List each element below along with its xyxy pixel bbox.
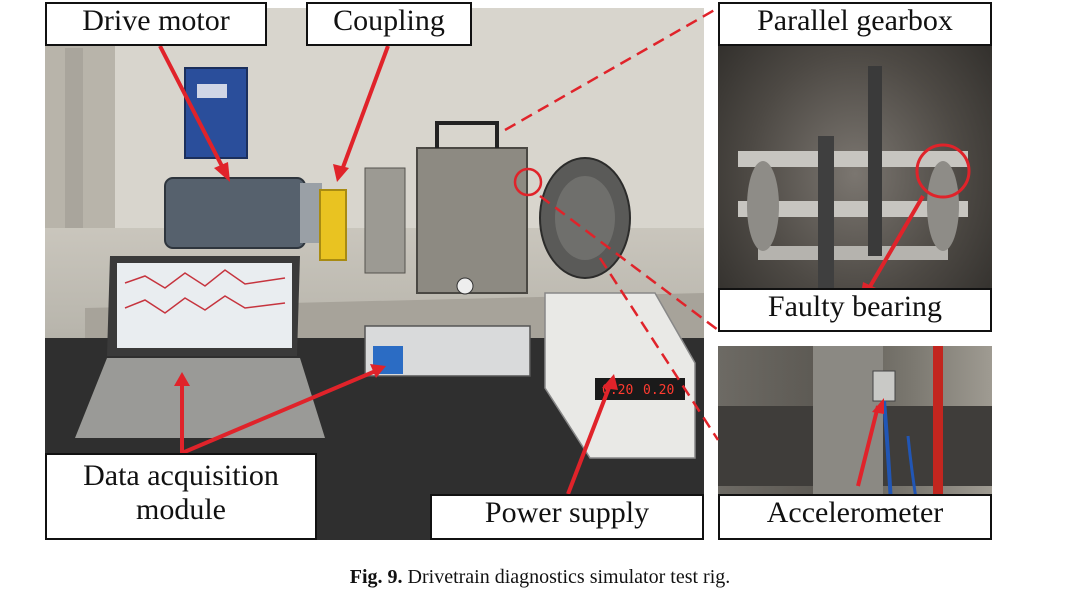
data-acquisition-label: Data acquisition module bbox=[45, 453, 317, 540]
bearing-location-marker bbox=[513, 167, 543, 197]
daq-arrowhead-module bbox=[370, 364, 386, 378]
figure-caption: Fig. 9. Drivetrain diagnostics simulator… bbox=[0, 566, 1080, 589]
power-supply-arrowhead bbox=[602, 374, 618, 390]
faulty-bearing-label: Faulty bearing bbox=[718, 288, 992, 332]
parallel-gearbox-label: Parallel gearbox bbox=[718, 2, 992, 46]
coupling-label-text: Coupling bbox=[333, 4, 445, 37]
figure-caption-text: Drivetrain diagnostics simulator test ri… bbox=[407, 566, 731, 588]
power-supply-label: Power supply bbox=[430, 494, 704, 540]
accelerometer-label: Accelerometer bbox=[718, 494, 992, 540]
daq-arrow-module bbox=[181, 368, 379, 455]
drive-motor-arrow bbox=[158, 45, 227, 173]
gearbox-inset-illustration bbox=[738, 66, 971, 300]
accelerometer-label-text: Accelerometer bbox=[766, 496, 944, 529]
accelerometer-zoom-line bbox=[598, 257, 720, 441]
power-supply-label-text: Power supply bbox=[484, 496, 650, 529]
parallel-gearbox-label-text: Parallel gearbox bbox=[757, 4, 953, 37]
test-rig-illustration: 0.20 0.20 bbox=[45, 8, 704, 540]
coupling-label: Coupling bbox=[306, 2, 472, 46]
data-acquisition-label-line2: module bbox=[136, 493, 226, 526]
figure-number: Fig. 9. bbox=[349, 566, 403, 588]
power-supply-arrow bbox=[566, 384, 612, 495]
gearbox-zoom-line-bottom bbox=[539, 195, 719, 331]
faulty-bearing-label-text: Faulty bearing bbox=[767, 290, 943, 323]
accelerometer-inset-illustration bbox=[718, 346, 992, 540]
drive-motor-arrowhead bbox=[214, 162, 230, 182]
gearbox-zoom-line-top bbox=[504, 6, 719, 132]
gearbox-inset-photo bbox=[718, 46, 992, 330]
data-acquisition-label-line1: Data acquisition bbox=[83, 459, 279, 492]
coupling-arrowhead bbox=[333, 164, 349, 182]
drive-motor-label-text: Drive motor bbox=[82, 4, 230, 37]
daq-arrowhead-laptop bbox=[174, 372, 190, 386]
drive-motor-label: Drive motor bbox=[45, 2, 267, 46]
coupling-arrow bbox=[340, 45, 390, 171]
power-supply-display-right: 0.20 bbox=[643, 383, 674, 398]
test-rig-photo: 0.20 0.20 bbox=[45, 8, 704, 540]
